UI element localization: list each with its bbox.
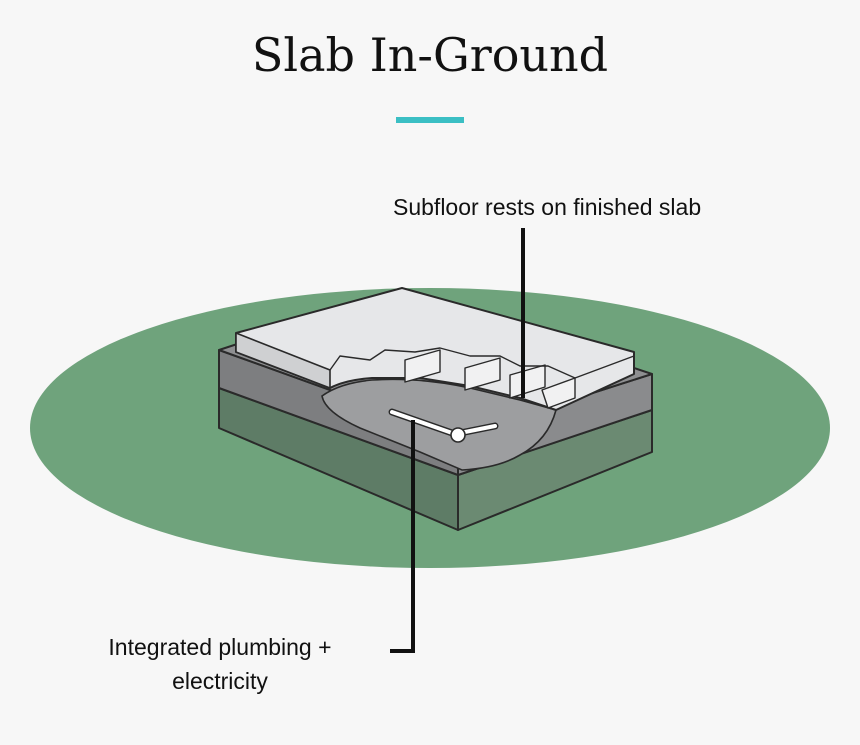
finished-slab-area	[321, 378, 557, 471]
title-accent-rule	[396, 117, 464, 123]
callout-plumbing-line1: Integrated plumbing +	[108, 634, 332, 660]
page-title: Slab In-Ground	[251, 28, 609, 82]
sleeper-ribs	[404, 349, 576, 409]
callout-plumbing-line2: electricity	[172, 668, 268, 694]
subfloor-cut-edge	[329, 347, 635, 379]
callout-plumbing: Integrated plumbing + electricity	[60, 630, 380, 698]
plumbing-pipe	[388, 408, 499, 443]
subfloor-edge	[235, 332, 331, 389]
leader-line-plumbing	[390, 420, 415, 653]
callout-subfloor: Subfloor rests on finished slab	[393, 194, 702, 220]
